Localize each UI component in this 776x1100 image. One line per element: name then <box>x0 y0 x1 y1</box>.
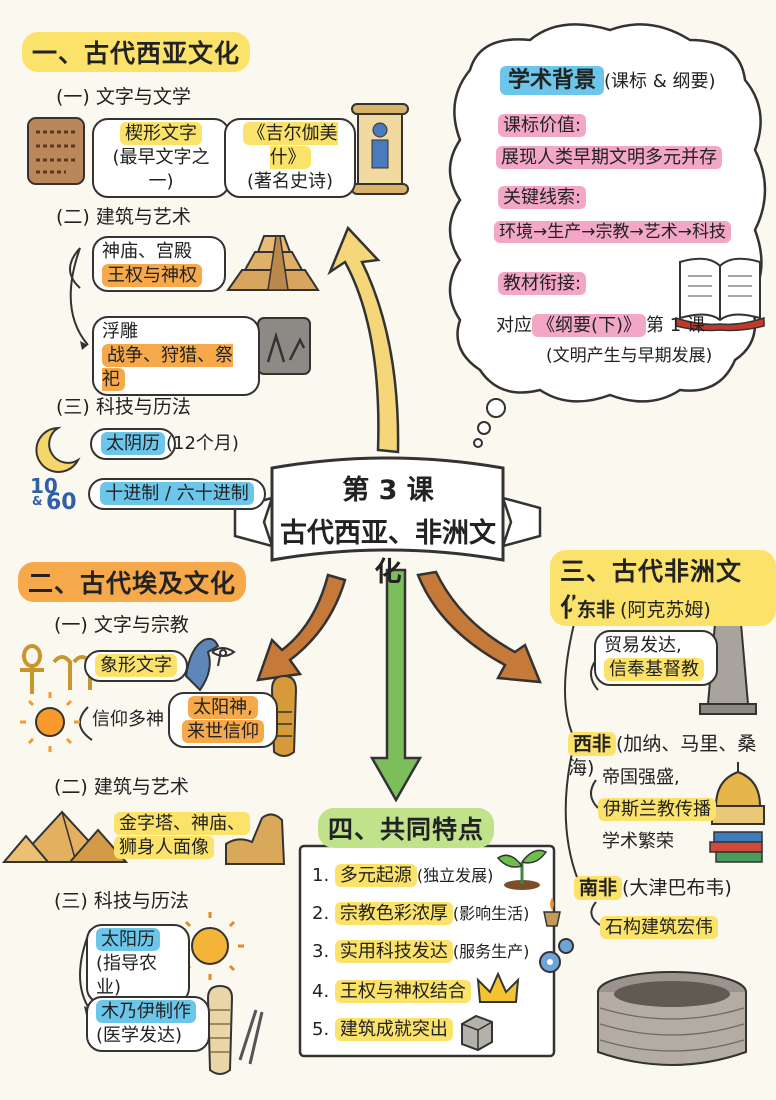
west-line-1: 帝国强盛, <box>602 767 680 788</box>
mummy-node: 木乃伊制作 (医学发达) <box>86 996 210 1052</box>
lunar-calendar-node: 太阴历 <box>90 428 176 460</box>
ankh-icon <box>20 644 44 694</box>
eye-of-horus-icon <box>211 647 236 667</box>
bg-key-1: 课标价值: <box>498 114 587 138</box>
relief-node: 浮雕 战争、狩猎、祭祀 <box>92 316 260 396</box>
pyramid-node: 金字塔、神庙、 狮身人面像 <box>114 812 250 860</box>
book-icon <box>675 257 765 332</box>
section1-sub3-title: (三) 科技与历法 <box>56 396 191 418</box>
arrow-right-down <box>416 570 542 684</box>
hieroglyph-node: 象形文字 <box>84 650 188 682</box>
number-system-node: 十进制 / 六十进制 <box>88 478 266 510</box>
feature-2: 2. 宗教色彩浓厚(影响生活) <box>312 902 530 925</box>
section3-title: 三、古代非洲文化 <box>550 550 776 626</box>
relief-icon <box>257 317 311 375</box>
feature-5: 5. 建筑成就突出 <box>312 1018 453 1042</box>
center-title: 第 3 课 古代西亚、非洲文化 <box>272 464 504 589</box>
lunar-calendar-note: (12个月) <box>166 433 239 454</box>
background-title: 学术背景(课标 & 纲要) <box>500 62 716 95</box>
stone-block-icon <box>461 1014 493 1052</box>
polytheism-label: 信仰多神 <box>92 709 164 730</box>
tools-icon <box>238 1009 264 1065</box>
number-system-icon: 10 & 60 <box>30 474 77 515</box>
west-africa: 西非(加纳、马里、桑海) <box>568 732 757 779</box>
feature-3: 3. 实用科技发达(服务生产) <box>312 940 530 963</box>
east-africa: 东非(阿克苏姆) <box>572 598 711 622</box>
gilgamesh-node: 《吉尔伽美什》 (著名史诗) <box>224 118 356 198</box>
arrow-up <box>327 225 400 454</box>
section1-title: 一、古代西亚文化 <box>22 32 251 72</box>
sarcophagus-icon <box>270 674 298 757</box>
pyramids-icon <box>1 810 129 863</box>
section2-title: 二、古代埃及文化 <box>18 562 247 602</box>
section2-sub1-title: (一) 文字与宗教 <box>54 614 189 636</box>
south-line-1: 石构建筑宏伟 <box>600 916 718 940</box>
moon-icon <box>35 426 81 473</box>
lesson-number: 第 3 课 <box>342 475 434 506</box>
west-line-3: 学术繁荣 <box>602 831 674 852</box>
section2-sub2-title: (二) 建筑与艺术 <box>54 776 189 798</box>
falcon-icon <box>184 637 220 692</box>
clay-tablet-icon <box>27 117 85 185</box>
sun-icon <box>20 692 80 752</box>
gears-icon <box>539 938 574 973</box>
bg-key-2: 关键线索: <box>498 186 587 210</box>
bg-key-3: 教材衔接: <box>498 272 587 296</box>
lesson-title: 古代西亚、非洲文化 <box>280 518 496 588</box>
books-icon <box>709 831 763 863</box>
feature-4: 4. 王权与神权结合 <box>312 980 471 1004</box>
crown-icon <box>476 971 520 1003</box>
section4-title: 四、共同特点 <box>318 808 495 848</box>
bg-value-3b: (文明产生与早期发展) <box>546 346 713 366</box>
west-line-2: 伊斯兰教传播 <box>598 798 716 822</box>
sphinx-icon <box>225 813 286 865</box>
east-africa-node: 贸易发达, 信奉基督教 <box>594 630 718 686</box>
cuneiform-node: 楔形文字 (最早文字之一) <box>92 118 230 198</box>
bg-value-3a: 对应《纲要(下)》第 1 课 <box>496 314 705 337</box>
sprout-icon <box>496 849 548 890</box>
center-ribbon <box>233 496 542 548</box>
arrow-down <box>369 568 423 803</box>
arrow-left-down <box>256 573 347 682</box>
ziggurat-icon <box>226 235 320 291</box>
south-africa: 南非(大津巴布韦) <box>574 876 732 900</box>
stone-ruin-icon <box>597 971 747 1066</box>
mummy-icon <box>206 984 234 1075</box>
altar-icon <box>543 898 561 927</box>
section1-sub2-title: (二) 建筑与艺术 <box>56 206 191 228</box>
bg-value-2: 环境→生产→宗教→艺术→科技 <box>494 220 731 244</box>
scroll-icon <box>351 103 409 195</box>
section2-sub3-title: (三) 科技与历法 <box>54 890 189 912</box>
bg-value-1: 展现人类早期文明多元并存 <box>496 146 722 170</box>
sun-god-node: 太阳神, 来世信仰 <box>168 692 278 748</box>
section1-sub1-title: (一) 文字与文学 <box>56 86 191 108</box>
solar-calendar-node: 太阳历 (指导农业) <box>86 924 190 1004</box>
temple-node: 神庙、宫殿 王权与神权 <box>92 236 226 292</box>
feature-1: 1. 多元起源(独立发展) <box>312 864 494 887</box>
